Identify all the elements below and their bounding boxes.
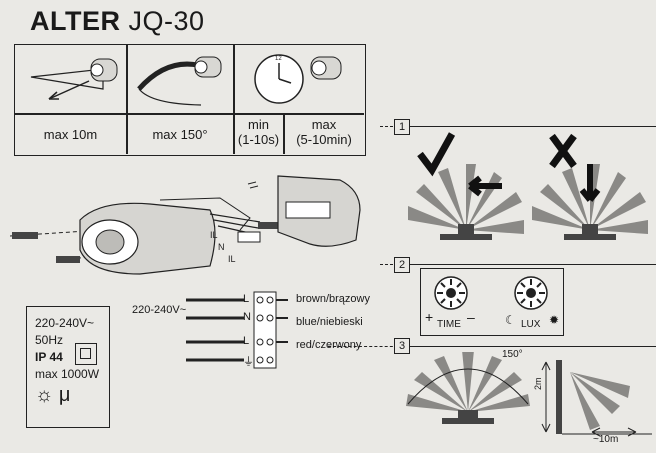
double-insulation-icon xyxy=(75,343,97,365)
correct-orientation xyxy=(408,164,524,240)
terminal-n-label: N xyxy=(243,311,251,323)
symbol-row: ☼ μ xyxy=(27,383,109,407)
time-min-label: min (1-10s) xyxy=(237,117,280,147)
wrong-orientation xyxy=(532,164,648,240)
step-rule xyxy=(410,126,656,127)
ip-rating: IP 44 xyxy=(35,350,63,364)
lux-label: LUX xyxy=(521,319,541,330)
power-spec: max 1000W xyxy=(35,367,100,381)
screw-icon xyxy=(258,222,288,229)
check-icon xyxy=(417,132,456,177)
spec-table: 12 max 10m max 150° min (1-10s) max (5-1… xyxy=(14,44,366,156)
wall xyxy=(556,360,562,434)
time-dial-icon[interactable] xyxy=(433,275,469,311)
minus-sign: – xyxy=(467,309,475,325)
supply-voltage-label: 220-240V~ xyxy=(132,304,187,316)
frequency-spec: 50Hz xyxy=(35,333,64,347)
range-icon xyxy=(30,58,118,100)
product-title: ALTER JQ-30 xyxy=(30,6,205,37)
sensor-exploded-view: IL N IL xyxy=(10,175,361,275)
terminal-l-label: L xyxy=(243,293,250,305)
time-label: TIME xyxy=(437,319,461,330)
clock-icon: 12 xyxy=(254,54,342,104)
angle-label: max 150° xyxy=(152,127,208,142)
install-diagram xyxy=(406,352,652,437)
orientation-diagram xyxy=(408,132,648,240)
svg-text:IL: IL xyxy=(228,254,236,264)
specs-box: 220-240V~ 50Hz IP 44 max 1000W ☼ μ xyxy=(26,306,110,428)
detection-fan xyxy=(406,352,530,412)
micro-symbol: μ xyxy=(58,384,71,406)
plus-sign: + xyxy=(425,309,434,325)
step-dash xyxy=(328,346,398,347)
red-wire-label: red/czerwony xyxy=(296,339,362,351)
terminal-l-load-label: L xyxy=(243,335,250,347)
step-dash xyxy=(380,126,398,127)
brand-name: ALTER xyxy=(30,6,121,36)
step-dash xyxy=(380,264,398,265)
distance-label: ~10m xyxy=(593,434,619,445)
install-angle-label: 150° xyxy=(502,349,523,360)
adjust-panel: + TIME – ☾ LUX ✹ xyxy=(420,268,564,336)
sun-icon: ✹ xyxy=(549,313,560,327)
step-rule xyxy=(410,346,656,347)
angle-icon xyxy=(137,56,222,106)
time-max-label: max (5-10min) xyxy=(296,117,352,147)
sun-icon: ☼ xyxy=(35,384,54,406)
step-3-marker: 3 xyxy=(394,338,410,354)
svg-text:IL: IL xyxy=(210,230,218,240)
wiring-diagram xyxy=(186,291,288,369)
step-rule xyxy=(410,264,656,265)
svg-text:N: N xyxy=(218,242,225,252)
step-2-marker: 2 xyxy=(394,257,410,273)
terminal-ground-label: ⏚ xyxy=(243,356,254,368)
voltage-spec: 220-240V~ xyxy=(35,316,95,330)
height-label: 2m xyxy=(533,377,543,390)
svg-text:12: 12 xyxy=(275,56,282,62)
cross-icon xyxy=(549,133,577,169)
range-label: max 10m xyxy=(43,127,98,142)
brown-wire-label: brown/brązowy xyxy=(296,293,370,305)
moon-icon: ☾ xyxy=(505,313,516,327)
step-1-marker: 1 xyxy=(394,119,410,135)
screw-icon xyxy=(56,256,80,263)
screw-icon xyxy=(12,232,38,239)
blue-wire-label: blue/niebieski xyxy=(296,316,363,328)
lux-dial-icon[interactable] xyxy=(513,275,549,311)
model-name: JQ-30 xyxy=(128,6,205,36)
